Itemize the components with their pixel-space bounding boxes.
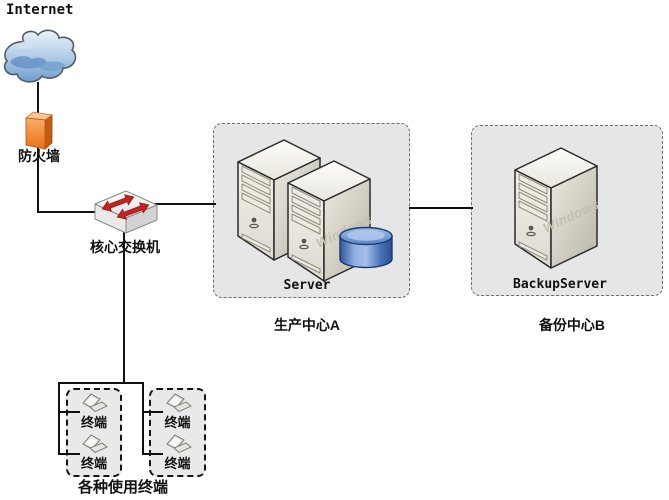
internet-cloud-icon bbox=[3, 29, 77, 83]
backup-server-label: BackupServer bbox=[513, 277, 607, 292]
firewall-icon bbox=[25, 111, 54, 150]
backup-server-tower-icon: Windows bbox=[514, 147, 601, 269]
terminal-group-left: 终端 终端 bbox=[66, 388, 122, 477]
terminal-label: 终端 bbox=[80, 456, 107, 471]
terminal-group-right: 终端 终端 bbox=[149, 388, 206, 477]
internet-label: Internet bbox=[6, 2, 74, 18]
laptop-icon bbox=[166, 393, 191, 412]
server-label: Server bbox=[283, 278, 331, 293]
laptop-icon bbox=[82, 393, 108, 412]
terminals-caption: 各种使用终端 bbox=[77, 479, 168, 496]
laptop-icon bbox=[166, 434, 191, 453]
core-switch-label: 核心交换机 bbox=[90, 239, 160, 255]
terminal-label: 终端 bbox=[80, 415, 107, 430]
database-icon bbox=[339, 226, 393, 269]
backup-center-title: 备份中心B bbox=[538, 317, 606, 333]
terminal-label: 终端 bbox=[164, 456, 191, 471]
terminal-label: 终端 bbox=[164, 415, 191, 430]
core-switch-icon bbox=[94, 190, 158, 234]
laptop-icon bbox=[82, 434, 108, 453]
firewall-label: 防火墙 bbox=[18, 148, 60, 164]
production-center-title: 生产中心A bbox=[273, 317, 341, 333]
